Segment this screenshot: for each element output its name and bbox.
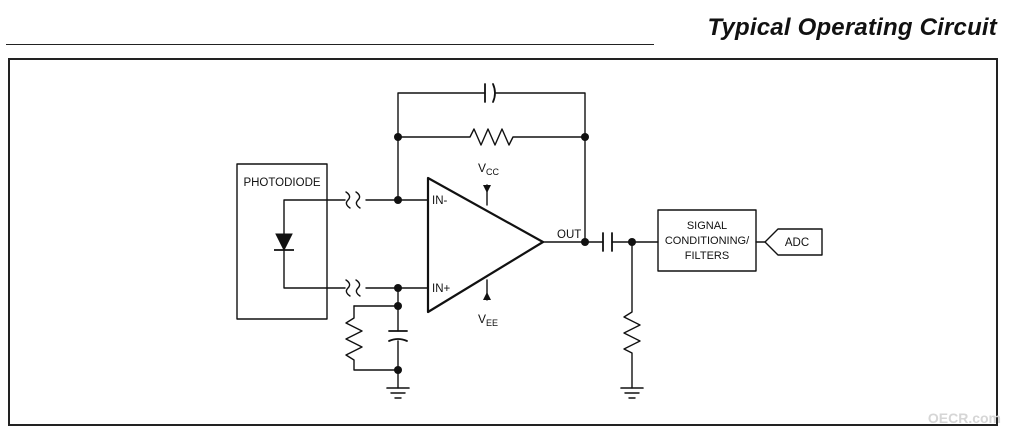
feedback-capacitor-plate-right [492,83,496,103]
bias-capacitor-plate-bottom [388,338,408,342]
vee-label-main: V [478,312,486,326]
photodiode-box [236,163,328,320]
vee-label: VEE [478,312,498,328]
break-mark-bottom-1 [345,279,351,297]
vcc-label: VCC [478,161,500,177]
shunt-resistor [623,241,641,389]
junction-dots [394,133,636,374]
out-label: OUT [557,229,581,241]
photodiode-icon [274,233,294,252]
vcc-label-main: V [478,161,486,175]
junction-dot [394,133,402,141]
vee-label-sub: EE [486,318,498,328]
photodiode-label: PHOTODIODE [243,177,320,189]
signal-conditioning-line3: FILTERS [685,250,729,262]
junction-dot [394,196,402,204]
watermark: OECR.com [927,410,1001,426]
page-title: Typical Operating Circuit [707,14,997,41]
op-amp-triangle [426,176,545,314]
vee-arrow-icon [483,292,491,300]
feedback-resistor [397,128,586,146]
in-minus-label: IN- [432,195,448,207]
bias-resistor [345,305,399,371]
vcc-arrow-icon [483,185,491,193]
header-rule [6,44,654,45]
break-mark-bottom-2 [355,279,361,297]
break-mark-top-2 [355,191,361,209]
photodiode-wire-bottom [283,249,328,289]
junction-dot [394,284,402,292]
junction-dot [628,238,636,246]
junction-dot [581,238,589,246]
in-plus-label: IN+ [432,283,451,295]
photodiode-wire-top [283,199,328,235]
vcc-label-sub: CC [486,167,499,177]
feedback-cap-wire [397,92,586,138]
break-mark-top-1 [345,191,351,209]
junction-dot [581,133,589,141]
signal-conditioning-box [657,209,757,272]
adc-label: ADC [785,237,809,249]
adc-block [764,228,823,256]
signal-conditioning-line1: SIGNAL [687,220,727,232]
diagram-frame [8,58,998,426]
junction-dot [394,302,402,310]
signal-conditioning-line2: CONDITIONING/ [665,235,750,247]
junction-dot [394,366,402,374]
